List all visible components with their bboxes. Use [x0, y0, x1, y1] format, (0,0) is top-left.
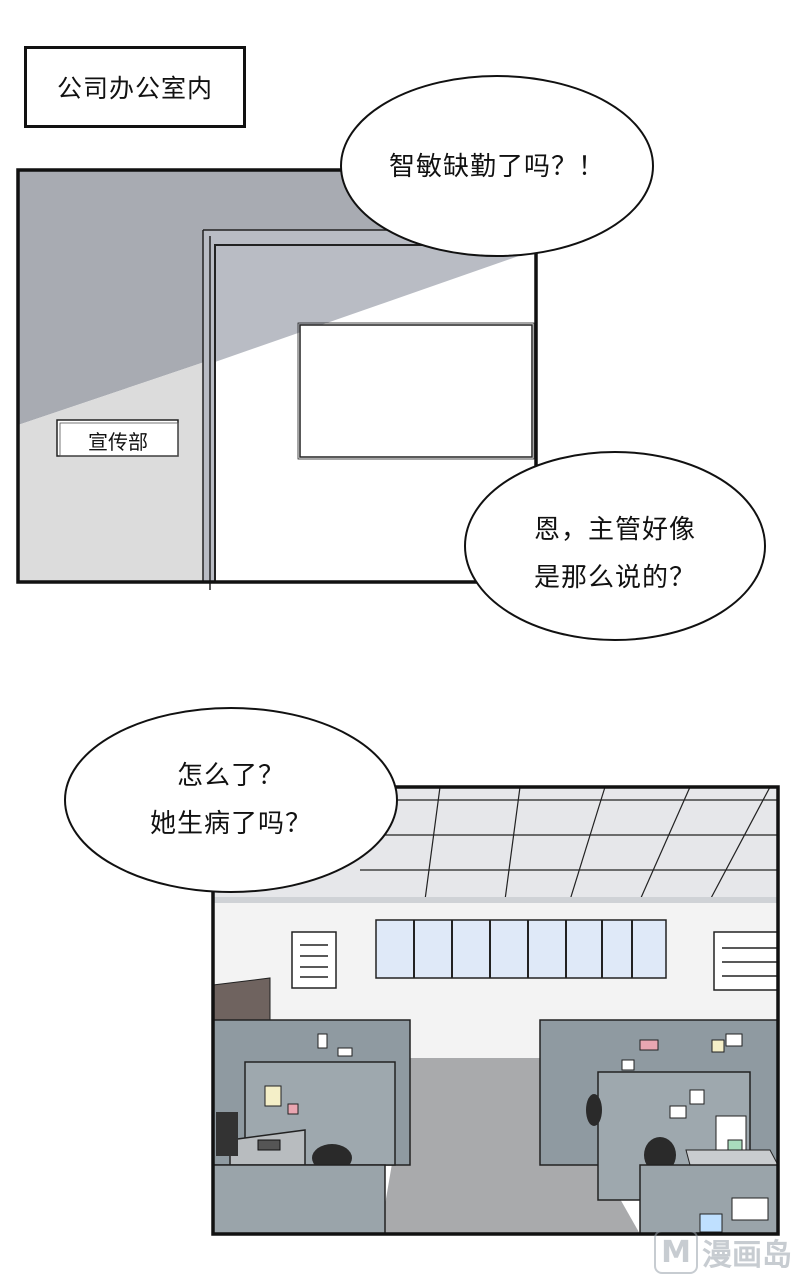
- speech-bubble-top-text: 智敏缺勤了吗？！: [341, 143, 653, 191]
- speech-line: 怎么了？: [176, 761, 285, 791]
- speech-bubble-top: [340, 75, 654, 257]
- speech-bubble-question-text: 怎么了？ 她生病了吗？: [65, 752, 397, 848]
- speech-line: 是那么说的？: [533, 563, 696, 593]
- speech-line: 她生病了吗？: [149, 809, 312, 839]
- speech-line: 恩，主管好像: [533, 515, 696, 545]
- speech-line: 智敏缺勤了吗？！: [388, 152, 605, 182]
- scene-caption-text: 公司办公室内: [56, 74, 213, 103]
- watermark-logo-icon: M: [654, 1230, 698, 1274]
- door-sign: 宣传部: [60, 426, 176, 455]
- speech-bubble-question: [64, 707, 398, 893]
- door-sign-text: 宣传部: [88, 430, 148, 454]
- speech-bubble-reply: [464, 451, 766, 641]
- panel-2-office-cubicles: [211, 785, 780, 1236]
- speech-bubble-reply-text: 恩，主管好像 是那么说的？: [465, 506, 765, 602]
- scene-caption: 公司办公室内: [24, 46, 246, 128]
- watermark: M 漫画岛: [654, 1230, 792, 1274]
- watermark-text: 漫画岛: [702, 1238, 792, 1273]
